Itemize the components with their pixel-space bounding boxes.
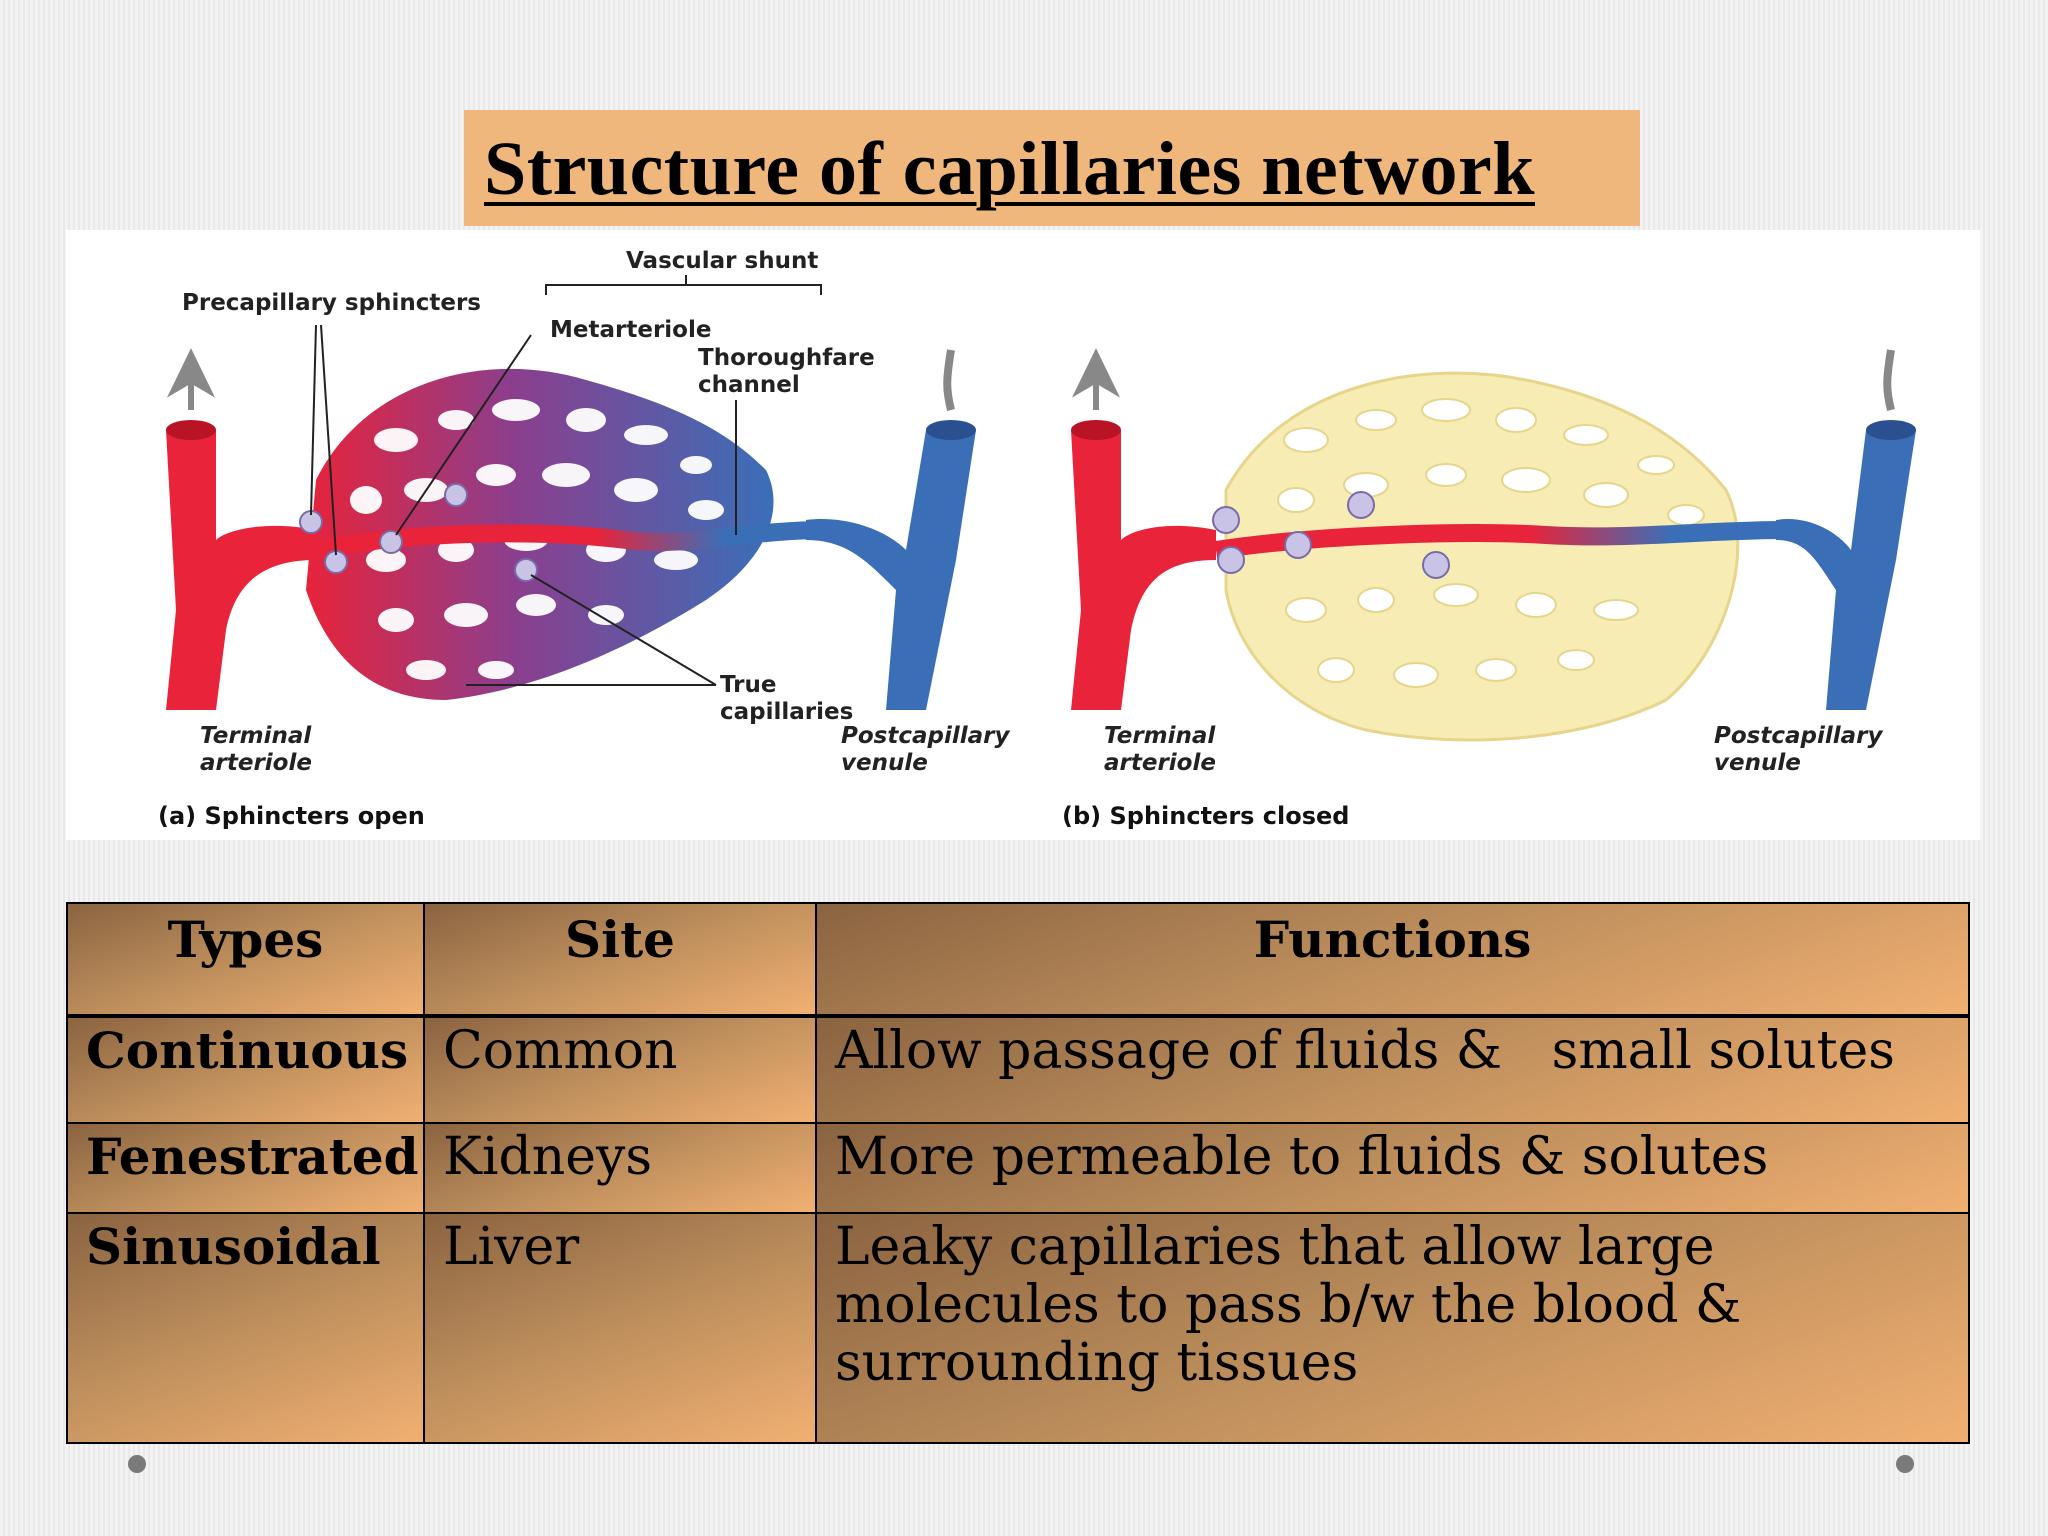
cell-function: Allow passage of fluids & small solutes: [815, 1015, 1970, 1124]
header-types: Types: [66, 902, 425, 1018]
label-terminal-arteriole-a-2: arteriole: [200, 750, 312, 776]
cell-function: More permeable to fluids & solutes: [815, 1122, 1970, 1214]
precapillary-sphincters-b: [1212, 491, 1450, 579]
cell-site: Kidneys: [423, 1122, 817, 1214]
panel-b: Terminal arteriole Postcapillary venule …: [1062, 348, 1916, 830]
label-terminal-arteriole-b-2: arteriole: [1104, 750, 1216, 776]
terminal-arteriole-a: [166, 430, 316, 710]
slide-dot-right: [1896, 1455, 1914, 1473]
label-postcapillary-venule-b-2: venule: [1714, 750, 1801, 776]
cell-function: Leaky capillaries that allow large molec…: [815, 1212, 1970, 1444]
label-precapillary-sphincters: Precapillary sphincters: [182, 290, 481, 316]
caption-b: (b) Sphincters closed: [1062, 802, 1349, 830]
label-terminal-arteriole-b-1: Terminal: [1104, 723, 1216, 749]
label-metarteriole: Metarteriole: [550, 317, 711, 343]
postcapillary-venule-b: [1776, 430, 1916, 710]
table-row: Continuous Common Allow passage of fluid…: [66, 1015, 1970, 1124]
capillary-holes-closed: [1277, 398, 1705, 688]
label-vascular-shunt: Vascular shunt: [626, 248, 818, 274]
table-row: Fenestrated Kidneys More permeable to fl…: [66, 1122, 1970, 1214]
slide-title: Structure of capillaries network: [484, 127, 1535, 211]
label-postcapillary-venule-a-1: Postcapillary: [841, 723, 1010, 749]
capillary-figure: Vascular shunt Precapillary sphincters M…: [66, 230, 1980, 840]
caption-a: (a) Sphincters open: [158, 802, 425, 830]
panel-a: Vascular shunt Precapillary sphincters M…: [158, 248, 1010, 830]
header-functions: Functions: [815, 902, 1970, 1018]
capillary-diagram: Vascular shunt Precapillary sphincters M…: [158, 248, 1916, 830]
slide-dot-left: [128, 1455, 146, 1473]
title-box: Structure of capillaries network: [464, 110, 1640, 226]
cell-site: Common: [423, 1015, 817, 1124]
postcapillary-venule-a: [806, 430, 976, 710]
label-true-capillaries-2: capillaries: [720, 699, 853, 725]
label-thoroughfare-1: Thoroughfare: [698, 345, 875, 371]
label-terminal-arteriole-a-1: Terminal: [200, 723, 312, 749]
cell-type: Fenestrated: [66, 1122, 425, 1214]
capillary-bed-closed: [1224, 371, 1740, 742]
label-true-capillaries-1: True: [720, 672, 776, 698]
header-site: Site: [423, 902, 817, 1018]
cell-type: Continuous: [66, 1015, 425, 1124]
terminal-arteriole-b: [1071, 430, 1216, 710]
label-postcapillary-venule-b-1: Postcapillary: [1714, 723, 1883, 749]
label-thoroughfare-2: channel: [698, 372, 800, 398]
cell-site: Liver: [423, 1212, 817, 1444]
table-row: Sinusoidal Liver Leaky capillaries that …: [66, 1212, 1970, 1444]
cell-type: Sinusoidal: [66, 1212, 425, 1444]
label-postcapillary-venule-a-2: venule: [841, 750, 928, 776]
capillary-types-table: Types Site Functions Continuous Common A…: [66, 902, 1970, 1444]
table-header-row: Types Site Functions: [66, 902, 1970, 1018]
